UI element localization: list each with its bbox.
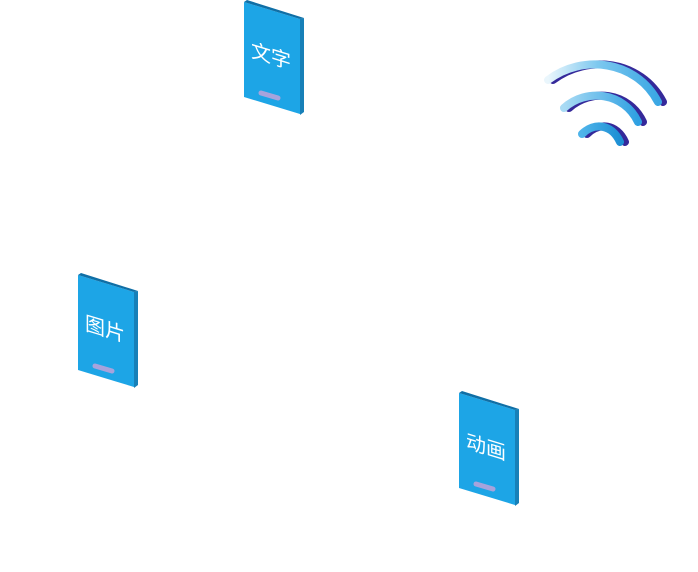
device-image: 图片 (76, 273, 140, 391)
wifi-arcs (544, 60, 667, 146)
device-image-icon (78, 273, 138, 388)
device-animation: 动画 (457, 391, 521, 509)
wifi-signal-icon (540, 50, 670, 152)
device-text-icon (244, 0, 304, 115)
device-animation-icon (459, 391, 519, 506)
device-text: 文字 (242, 0, 306, 118)
